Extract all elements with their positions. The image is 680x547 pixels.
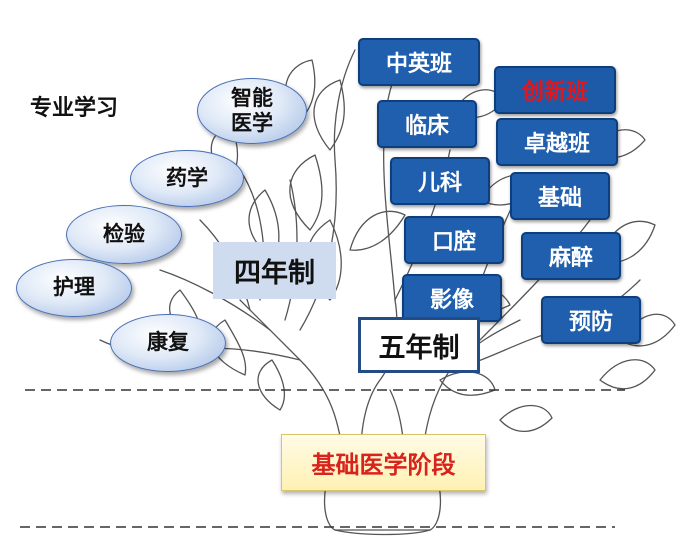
major-sino-british-class: 中英班 xyxy=(358,38,480,86)
major-rehabilitation-label: 康复 xyxy=(147,330,189,355)
major-innovation-class: 创新班 xyxy=(494,66,616,114)
four-year-label: 四年制 xyxy=(213,242,336,299)
major-smart-medicine-label: 智能 医学 xyxy=(231,85,273,135)
major-pharmacy: 药学 xyxy=(130,150,244,207)
five-year-label: 五年制 xyxy=(358,317,480,373)
major-nursing-label: 护理 xyxy=(53,275,95,300)
major-imaging: 影像 xyxy=(402,274,502,322)
major-nursing: 护理 xyxy=(16,259,132,317)
major-anesthesia: 麻醉 xyxy=(521,232,621,280)
major-basic-medicine: 基础 xyxy=(510,172,610,220)
major-stomatology: 口腔 xyxy=(404,216,504,264)
major-preventive-medicine: 预防 xyxy=(541,296,641,344)
foundation-stage-label: 基础医学阶段 xyxy=(281,434,486,491)
major-smart-medicine: 智能 医学 xyxy=(197,78,307,144)
major-rehabilitation: 康复 xyxy=(110,314,226,372)
section-title: 专业学习 xyxy=(30,96,119,121)
major-clinical: 临床 xyxy=(377,100,477,148)
major-laboratory: 检验 xyxy=(66,205,182,264)
major-laboratory-label: 检验 xyxy=(103,221,145,246)
major-pediatrics: 儿科 xyxy=(390,157,490,205)
major-pharmacy-label: 药学 xyxy=(166,165,208,190)
major-excellence-class: 卓越班 xyxy=(496,118,618,166)
